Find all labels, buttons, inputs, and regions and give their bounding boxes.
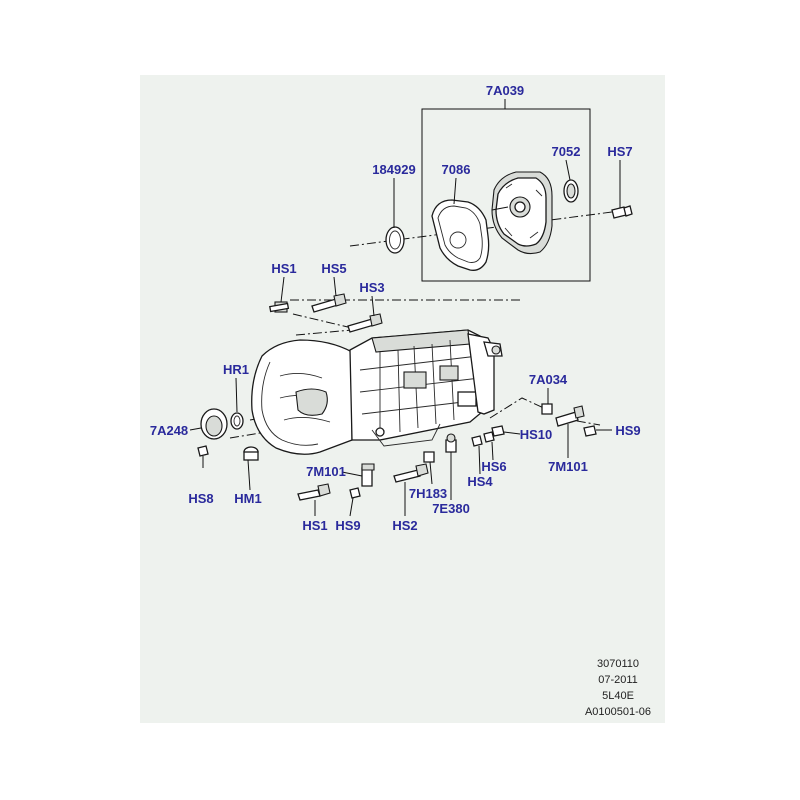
bolt-hs9-lower-part <box>349 487 361 499</box>
callout-hs1-lower: HS1 <box>302 518 327 533</box>
sensor-7m101-right-part <box>555 405 585 427</box>
callout-hr1: HR1 <box>223 362 249 377</box>
callout-hs2: HS2 <box>392 518 417 533</box>
o-ring-hr1-part <box>230 412 244 430</box>
callout-hs9-right: HS9 <box>615 423 640 438</box>
callout-hs6: HS6 <box>481 459 506 474</box>
bolt-hs3-part <box>347 313 383 333</box>
reference-line-1: 3070110 <box>597 658 639 670</box>
reference-line-3: 5L40E <box>602 690 634 702</box>
callout-7052: 7052 <box>552 144 581 159</box>
transmission-housing <box>251 329 503 455</box>
reference-line-4: A0100501-06 <box>585 706 651 718</box>
callout-hs9-lower: HS9 <box>335 518 360 533</box>
seal-7a248-part <box>200 408 228 440</box>
fitting-7h183-part <box>423 451 435 463</box>
callout-hs3: HS3 <box>359 280 384 295</box>
bolt-hs9-right-part <box>583 425 597 437</box>
bolt-hs8-part <box>197 445 209 468</box>
callout-hs4: HS4 <box>467 474 493 489</box>
callout-7a039: 7A039 <box>486 83 524 98</box>
reference-block: 3070110 07-2011 5L40E A0100501-06 <box>585 658 651 718</box>
bolt-hs6-part <box>483 431 495 443</box>
bolt-hs2-part <box>393 463 429 483</box>
callout-7a034: 7A034 <box>529 372 568 387</box>
callout-hs10: HS10 <box>520 427 553 442</box>
bolt-hs4-part <box>471 435 483 447</box>
callout-hs8: HS8 <box>188 491 213 506</box>
pump-gasket-part <box>431 199 490 271</box>
callout-hs1-upper: HS1 <box>271 261 296 276</box>
bolt-hs5-part <box>311 293 347 313</box>
snap-ring-part <box>385 226 405 254</box>
switch-7e380-part <box>445 433 457 453</box>
leader-lines <box>189 159 621 517</box>
oil-pump-body <box>491 171 553 255</box>
callout-7e380: 7E380 <box>432 501 470 516</box>
plug-7a034-part <box>541 403 553 415</box>
pump-group-box <box>421 108 591 282</box>
callout-7m101-right: 7M101 <box>548 459 588 474</box>
callout-7h183: 7H183 <box>409 486 447 501</box>
callout-hs7: HS7 <box>607 144 632 159</box>
callout-7m101-left: 7M101 <box>306 464 346 479</box>
bolt-hs1-lower-part <box>297 483 331 501</box>
reference-line-2: 07-2011 <box>598 674 638 686</box>
bolt-hs10-part <box>491 425 505 437</box>
callout-hs5: HS5 <box>321 261 346 276</box>
callout-labels: 7A039 184929 7086 7052 HS7 HS1 HS5 HS3 H… <box>150 83 641 533</box>
pump-seal-part <box>563 179 579 203</box>
dowel-hm1-part <box>243 446 259 461</box>
callout-7a248: 7A248 <box>150 423 188 438</box>
callout-184929: 184929 <box>372 162 415 177</box>
callout-hm1: HM1 <box>234 491 261 506</box>
sensor-7m101-left-part <box>361 463 375 487</box>
callout-7086: 7086 <box>442 162 471 177</box>
